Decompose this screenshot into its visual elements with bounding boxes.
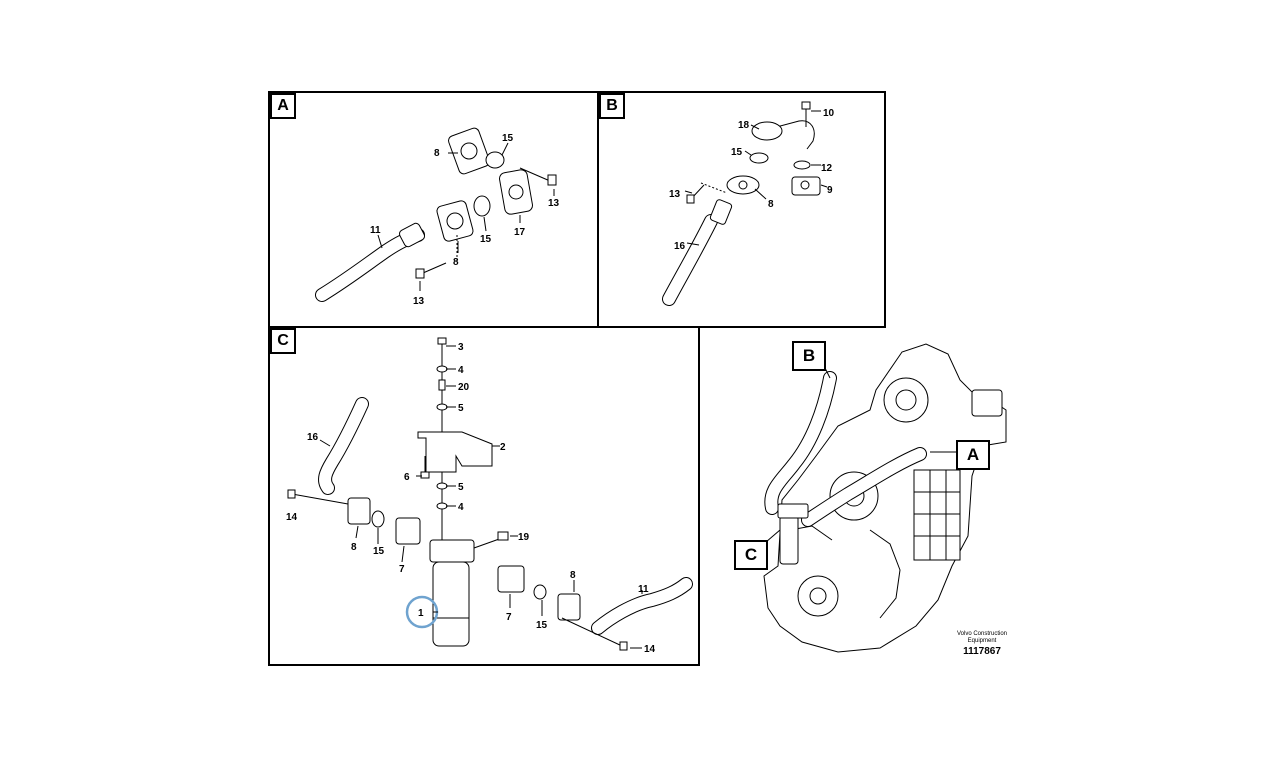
label-8-left: 8 xyxy=(351,542,357,553)
label-1: 1 xyxy=(418,608,424,619)
label-14-upper: 14 xyxy=(286,512,298,523)
filter-element xyxy=(432,561,470,647)
overview-callout-c: C xyxy=(734,540,768,570)
block-7-left xyxy=(395,517,421,545)
o-ring-15-left xyxy=(371,510,385,528)
panel-c-drawing: 3 4 20 5 2 6 5 4 16 14 19 8 15 7 1 8 11 … xyxy=(286,337,693,655)
label-14-lower: 14 xyxy=(644,644,656,655)
reference-number: 1117867 xyxy=(963,646,1001,657)
panel-b-drawing: 10 18 15 12 9 13 8 16 xyxy=(662,101,835,306)
overview-transmission-drawing xyxy=(763,343,1007,653)
flange-8-left xyxy=(347,497,371,525)
label-10: 10 xyxy=(823,108,835,119)
brand-line-2: Equipment xyxy=(967,638,997,644)
label-18: 18 xyxy=(738,120,750,131)
label-11: 11 xyxy=(370,225,381,236)
label-5-lower: 5 xyxy=(458,482,464,493)
bracket-2 xyxy=(417,431,493,473)
label-6: 6 xyxy=(404,472,410,483)
label-4-upper: 4 xyxy=(458,365,464,376)
label-7-left: 7 xyxy=(399,564,405,575)
panel-b: B 10 18 15 xyxy=(597,91,886,328)
panel-b-tag: B xyxy=(599,93,625,119)
label-16: 16 xyxy=(674,241,686,252)
o-ring-15 xyxy=(749,152,769,164)
o-ring-15-upper xyxy=(485,151,505,169)
label-2: 2 xyxy=(500,442,506,453)
label-13-right: 13 xyxy=(548,198,560,209)
label-3: 3 xyxy=(458,342,464,353)
brand-line-1: Volvo Construction xyxy=(956,631,1008,637)
elbow-18 xyxy=(751,121,783,141)
block-7-right xyxy=(497,565,525,593)
brand-text: Volvo Construction Equipment 1117867 xyxy=(950,631,1014,658)
label-7-right: 7 xyxy=(506,612,512,623)
label-9: 9 xyxy=(827,185,833,196)
label-15-right: 15 xyxy=(536,620,548,631)
o-ring-15-lower xyxy=(473,195,491,217)
o-ring-15-right xyxy=(533,584,547,600)
label-11: 11 xyxy=(638,584,649,595)
label-19: 19 xyxy=(518,532,530,543)
panel-a-drawing: 8 15 13 17 15 11 8 13 xyxy=(315,127,560,307)
label-4-lower: 4 xyxy=(458,502,464,513)
label-8-upper: 8 xyxy=(434,148,440,159)
label-15-left: 15 xyxy=(373,546,385,557)
flange-8-right xyxy=(557,593,581,621)
panel-a-tag: A xyxy=(270,93,296,119)
label-15: 15 xyxy=(731,147,743,158)
overview-callout-a: A xyxy=(956,440,990,470)
label-12: 12 xyxy=(821,163,833,174)
panel-c: C xyxy=(268,326,700,666)
label-8-lower: 8 xyxy=(453,257,459,268)
panel-c-tag: C xyxy=(270,328,296,354)
label-16: 16 xyxy=(307,432,319,443)
label-17: 17 xyxy=(514,227,526,238)
label-13-lower: 13 xyxy=(413,296,425,307)
overview-callout-b: B xyxy=(792,341,826,371)
panel-a: A 8 15 13 17 xyxy=(268,91,599,328)
label-15-lower: 15 xyxy=(480,234,492,245)
label-13: 13 xyxy=(669,189,681,200)
label-8: 8 xyxy=(768,199,774,210)
filter-head xyxy=(429,539,475,563)
label-8-right: 8 xyxy=(570,570,576,581)
label-20: 20 xyxy=(458,382,470,393)
o-ring-12 xyxy=(793,160,811,170)
label-15-upper: 15 xyxy=(502,133,514,144)
label-5-upper: 5 xyxy=(458,403,464,414)
